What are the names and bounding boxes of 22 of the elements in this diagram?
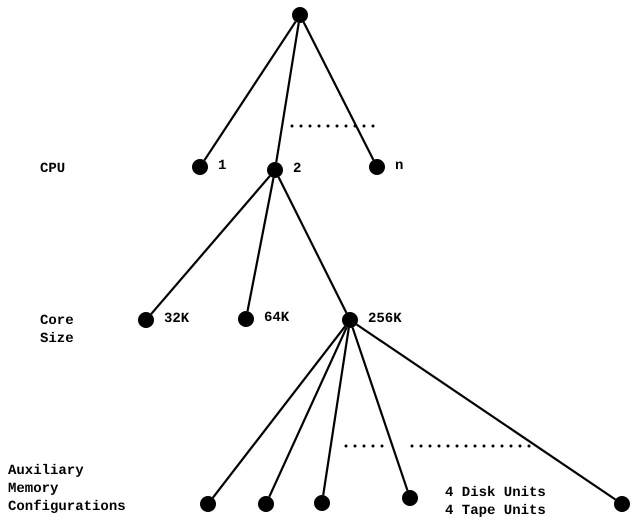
level-label: Core Size xyxy=(40,312,75,348)
connector-line xyxy=(268,326,348,498)
connector-line xyxy=(275,22,300,162)
node-label: 256K xyxy=(368,310,402,328)
connector-line xyxy=(212,326,346,498)
level-label: CPU xyxy=(40,160,66,178)
connector-line xyxy=(278,176,348,314)
node-label: 4 Disk Units xyxy=(445,484,546,502)
node-label: n xyxy=(395,157,404,175)
level-label: Auxiliary Memory Configurations xyxy=(8,462,127,516)
node-label: 32K xyxy=(164,310,190,328)
connector-line xyxy=(302,22,374,160)
connector-line xyxy=(322,328,350,496)
node-label: 2 xyxy=(293,160,302,178)
connector-line xyxy=(246,178,275,312)
node-label: 1 xyxy=(218,157,226,175)
connector-line xyxy=(352,327,408,491)
connector-line xyxy=(356,324,616,500)
node-label: 64K xyxy=(264,309,290,327)
connector-line xyxy=(150,175,271,315)
connector-line xyxy=(203,21,297,161)
node-label: 4 Tape Units xyxy=(445,502,546,520)
